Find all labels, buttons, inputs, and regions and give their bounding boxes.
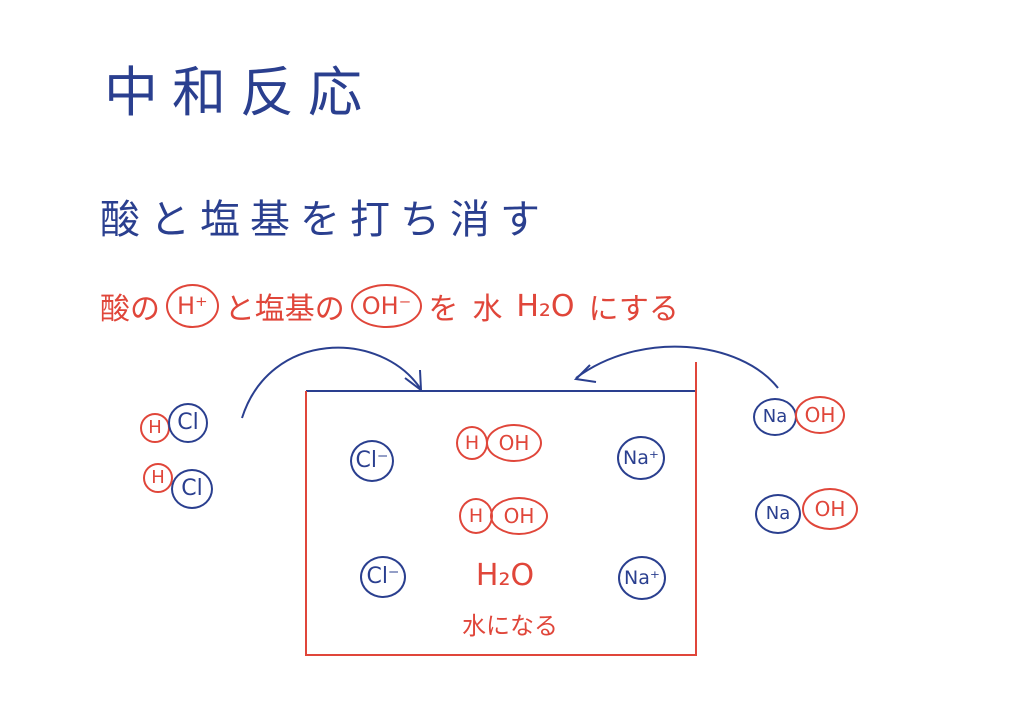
water-2-hydroxide: OH [490,497,548,535]
sodium-ion-1: Na⁺ [617,436,665,480]
water-2-hydrogen: H [459,498,493,534]
acid-2-hydrogen: H [143,463,173,493]
page-subtitle: 酸と塩基を打ち消す [100,197,550,243]
base-1-hydroxide: OH [795,396,845,434]
water-caption: 水になる [462,612,558,640]
left-arrow-head [404,369,423,393]
base-2-sodium: Na [755,494,801,534]
sodium-ion-2: Na⁺ [618,556,666,600]
water-formula: H₂O [475,558,535,593]
desc-water-word: 水 [472,292,503,327]
water-1-hydroxide: OH [486,424,542,462]
hydroxide-ion-badge: OH⁻ [350,284,423,328]
acid-1-hydrogen: H [140,413,170,443]
base-2-hydroxide: OH [802,488,858,530]
hydrogen-ion-badge: H⁺ [166,284,219,328]
container-walls [305,362,697,656]
water-1-hydrogen: H [456,426,488,460]
base-1-sodium: Na [753,398,797,436]
left-arrow [241,346,421,419]
desc-part2: と塩基の [224,292,345,327]
acid-2-chlorine: Cl [171,469,213,509]
page-title: 中和反応 [104,61,376,124]
chloride-ion-2: Cl⁻ [360,556,406,598]
desc-part1: 酸の [100,292,160,327]
acid-1-chlorine: Cl [168,403,208,443]
right-arrow [575,345,779,389]
chloride-ion-1: Cl⁻ [350,440,394,482]
desc-water-formula: H₂O [516,288,575,324]
desc-part4: にする [588,292,679,327]
right-arrow-head [573,364,597,383]
description-line: 酸の H⁺ と塩基の OH⁻ を 水 H₂O にする [100,282,820,330]
desc-part3: を [428,292,459,327]
